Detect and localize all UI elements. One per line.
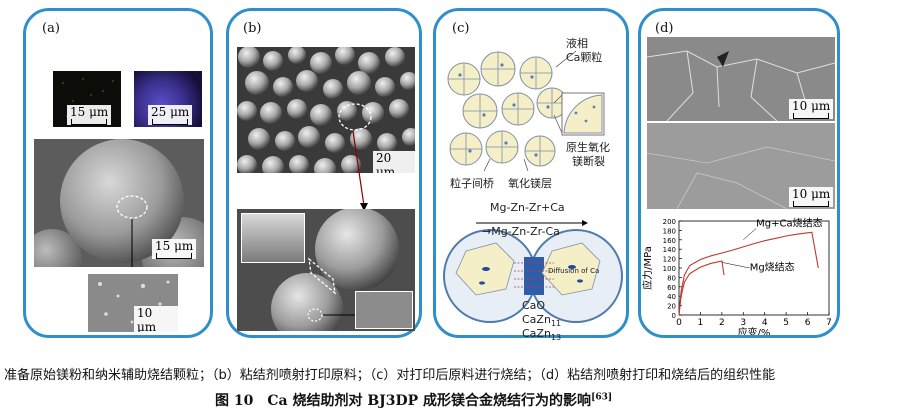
label-phase-cazn13: CaZn13 — [522, 327, 561, 342]
scale-bar-text: 10 μm — [792, 99, 831, 113]
scale-bar-text: 10 μm — [137, 306, 157, 332]
powder-field — [237, 47, 415, 173]
x-axis-label: 应变/% — [738, 326, 771, 335]
label-mgo-layer: 氧化镁层 — [508, 177, 552, 190]
series-line — [678, 231, 819, 316]
series-label: Mg烧结态 — [750, 260, 795, 273]
label-oxide-fracture-2: 镁断裂 — [572, 155, 605, 168]
label-particle-bridge: 粒子间桥 — [450, 177, 494, 190]
scale-bar: 20 μm — [373, 151, 415, 173]
scale-bar-text: 20 μm — [376, 151, 396, 173]
y-tick-label: 40 — [667, 293, 676, 301]
y-tick-label: 0 — [672, 312, 676, 320]
y-tick-label: 160 — [663, 237, 676, 245]
figure-caption-title: 图 10 Ca 烧结助剂对 BJ3DP 成形镁合金烧结行为的影响[63] — [215, 390, 612, 410]
sem-mg-powder: 15 μm — [34, 139, 204, 267]
scale-bar: 15 μm — [67, 105, 112, 125]
scale-bar-text: 10 μm — [792, 187, 831, 201]
y-tick-label: 140 — [663, 246, 676, 254]
label-leader — [743, 228, 757, 240]
y-tick-label: 20 — [667, 303, 676, 311]
panel-a-label: (a) — [42, 21, 60, 36]
sem-sintered-grains: 10 μm — [647, 37, 835, 121]
x-tick-label: 3 — [740, 318, 746, 328]
sem-zoom-surface: 10 μm — [88, 274, 178, 332]
figure-caption-line: 准备原始镁粉和纳米辅助烧结颗粒；（b）粘结剂喷射打印原料；（c）对打印后原料进行… — [4, 368, 776, 383]
label-liquid-phase: 液相 — [566, 37, 588, 50]
label-reaction-1: Mg-Zn-Zr+Ca — [490, 201, 565, 214]
scale-bar-text: 15 μm — [155, 239, 194, 253]
caption-ref: [63] — [591, 392, 613, 403]
scale-bar: 15 μm — [152, 239, 197, 259]
x-tick-label: 6 — [805, 318, 811, 328]
panel-d-label: (d) — [655, 21, 674, 36]
panel-b-label: (b) — [243, 21, 262, 36]
y-tick-label: 100 — [663, 265, 676, 273]
mg-surface — [647, 146, 835, 209]
label-phase-cazn11: CaZn11 — [522, 313, 561, 328]
surface-particles — [98, 280, 170, 324]
label-oxide-fracture-1: 原生氧化 — [566, 141, 610, 154]
y-tick-label: 120 — [663, 256, 676, 264]
label-leader — [721, 262, 750, 269]
phase-text: CaZn — [522, 327, 551, 340]
phase-sub: 13 — [550, 333, 562, 343]
sem-inset-surface — [355, 291, 413, 329]
scale-bar-text: 15 μm — [70, 105, 109, 119]
series-label: Mg+Ca烧结态 — [756, 217, 822, 230]
x-tick-label: 1 — [698, 318, 704, 328]
series-line — [678, 260, 725, 316]
x-tick-label: 2 — [719, 318, 725, 328]
y-tick-label: 60 — [667, 284, 676, 292]
sem-bridge — [237, 209, 415, 331]
label-reaction-2: →Mg-Zn-Zr-Ca — [482, 225, 560, 238]
x-tick-label: 7 — [826, 318, 832, 328]
panel-c-label: (c) — [452, 21, 470, 36]
x-tick-label: 4 — [762, 318, 768, 328]
sintering-schematic — [443, 50, 623, 323]
y-tick-label: 180 — [663, 227, 676, 235]
y-tick-label: 80 — [667, 274, 676, 282]
panel-c: (c) 液相 Ca颗粒 — [433, 8, 629, 342]
label-phase-cao: CaO — [522, 299, 546, 312]
panel-b: (b) 20 μm — [226, 8, 422, 338]
scale-bar-text: 25 μm — [151, 105, 190, 119]
phase-text: CaZn — [522, 313, 551, 326]
grain-boundaries — [647, 50, 835, 121]
sem-inset-bridge — [241, 213, 305, 263]
y-axis-label: 应力/MPa — [641, 246, 654, 290]
bridge-spheres — [271, 209, 399, 331]
label-diffusion: Diffusion of Ca — [548, 267, 600, 275]
connector-arrow — [352, 130, 368, 211]
scale-bar: 25 μm — [148, 105, 193, 125]
edx-map-blue: 25 μm — [134, 71, 202, 127]
label-ca-particle: Ca颗粒 — [566, 51, 603, 64]
sem-mg-sintered: 10 μm — [647, 123, 835, 209]
x-tick-label: 5 — [783, 318, 789, 328]
y-tick-label: 200 — [663, 218, 676, 226]
x-tick-label: 0 — [676, 318, 682, 328]
panel-a: (a) 15 μm 25 μm 15 μm — [23, 8, 213, 338]
scale-bar: 10 μm — [789, 187, 834, 207]
edx-map-green: 15 μm — [53, 71, 121, 127]
scale-bar: 10 μm — [134, 306, 178, 332]
sem-printed-powder: 20 μm — [237, 47, 415, 173]
phase-sub: 11 — [550, 319, 562, 329]
scale-bar: 10 μm — [789, 99, 834, 119]
caption-title-text: 图 10 Ca 烧结助剂对 BJ3DP 成形镁合金烧结行为的影响 — [215, 393, 592, 409]
